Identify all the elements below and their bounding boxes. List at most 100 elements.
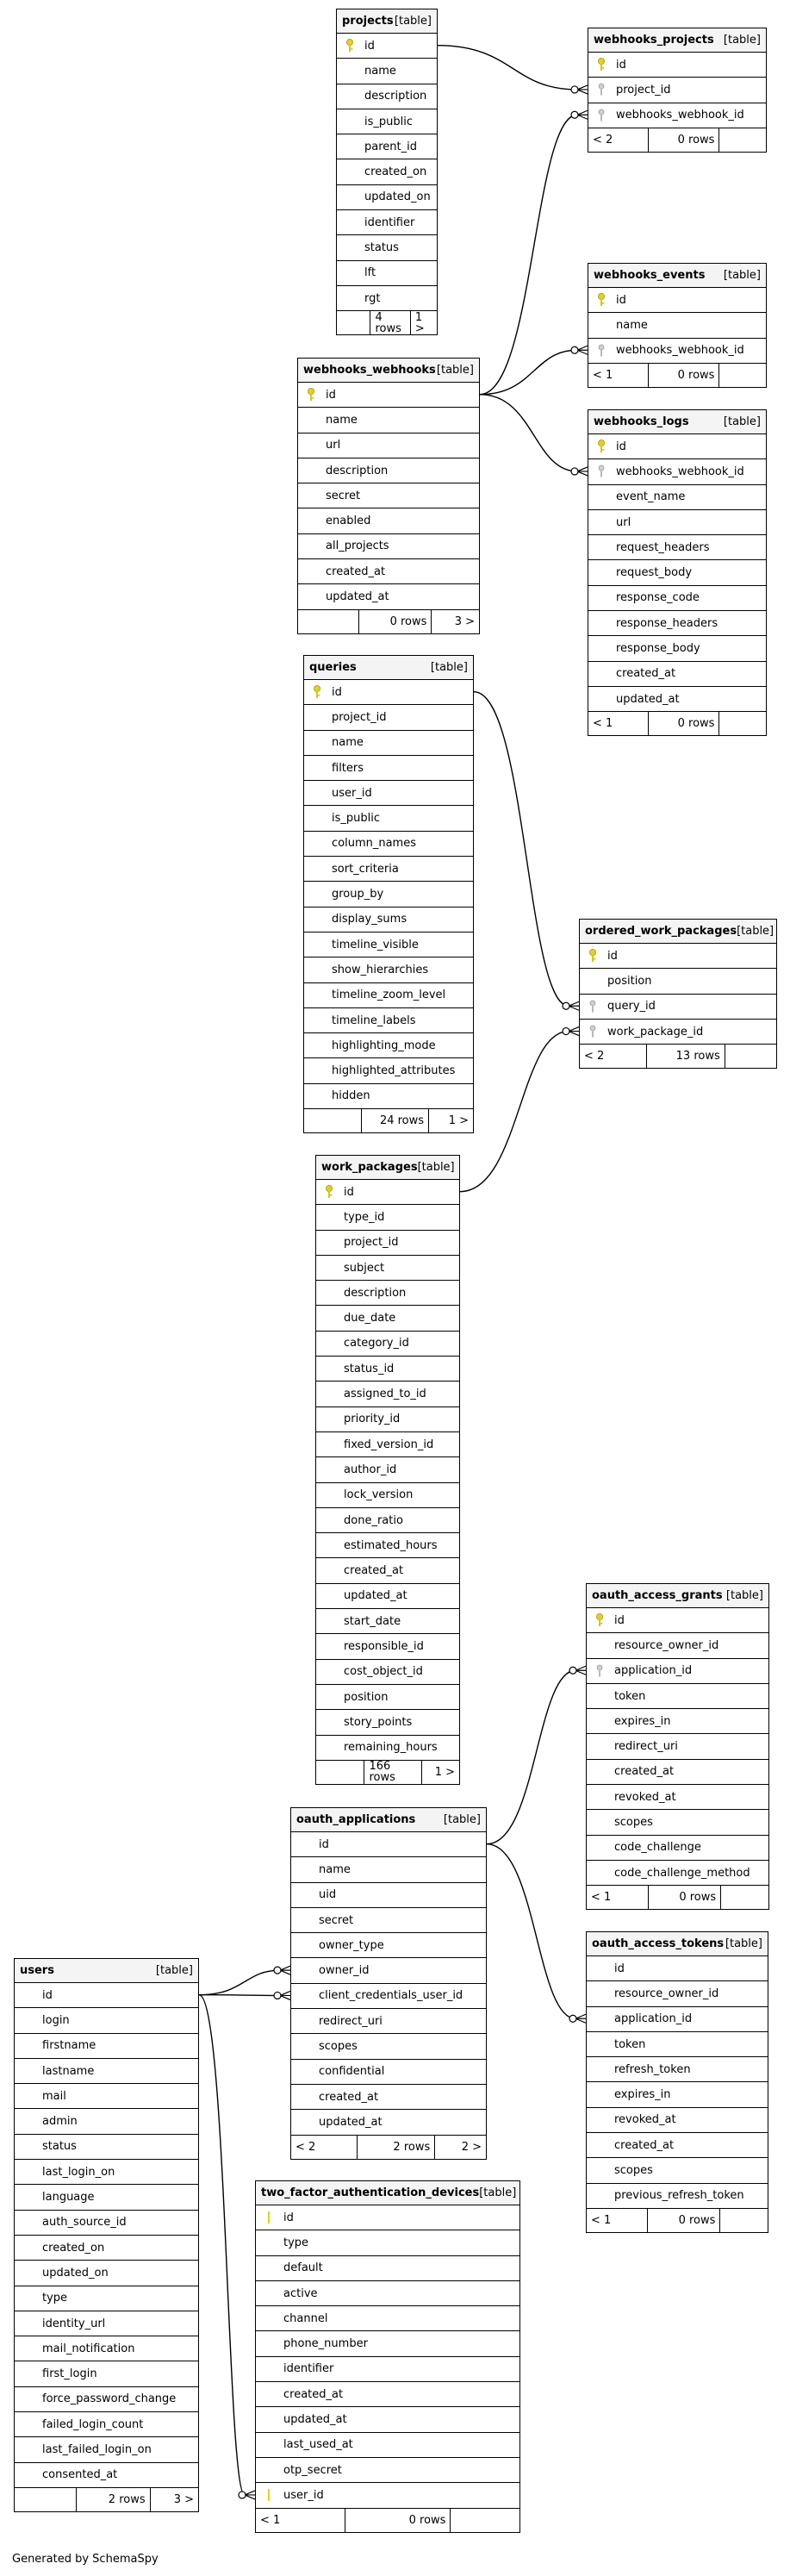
parents-count — [15, 2487, 78, 2511]
column-name: work_package_id — [607, 1025, 704, 1039]
column-spacer — [594, 2112, 606, 2128]
column-spacer — [305, 539, 317, 554]
column-row: response_headers — [588, 611, 766, 637]
column-name: revoked_at — [614, 2113, 676, 2127]
column-row: secret — [291, 1908, 486, 1934]
parents-count: < 1 — [256, 2508, 346, 2532]
column-row: type — [15, 2286, 198, 2311]
optional-marker — [273, 1991, 282, 2000]
column-name: created_at — [614, 2138, 675, 2152]
column-name: auth_source_id — [42, 2216, 127, 2230]
column-name: description — [364, 90, 427, 103]
column-name: display_sums — [332, 913, 407, 926]
column-row: updated_at — [291, 2110, 486, 2136]
column-spacer — [22, 2417, 34, 2432]
column-spacer — [311, 735, 323, 751]
column-row: mail_notification — [15, 2336, 198, 2362]
column-name: response_headers — [616, 616, 718, 630]
crows-foot-marker — [279, 1965, 291, 1975]
crows-foot-marker — [576, 109, 588, 120]
column-name: created_on — [364, 165, 427, 179]
column-spacer — [323, 1638, 335, 1654]
column-row: login — [15, 2008, 198, 2034]
column-row: all_projects — [298, 534, 479, 560]
column-spacer — [311, 912, 323, 927]
column-row: last_used_at — [256, 2433, 519, 2458]
column-spacer — [594, 1739, 606, 1755]
column-row: position — [316, 1685, 459, 1711]
column-name: response_code — [616, 591, 700, 605]
column-name: failed_login_count — [42, 2417, 144, 2431]
column-row: fixed_version_id — [316, 1432, 459, 1458]
column-name: created_at — [326, 564, 386, 578]
column-row: highlighted_attributes — [304, 1058, 473, 1084]
column-name: login — [42, 2013, 70, 2027]
column-spacer — [311, 937, 323, 952]
column-name: confidential — [319, 2065, 385, 2079]
column-spacer — [594, 1688, 606, 1704]
children-count — [451, 2509, 519, 2532]
column-row: description — [316, 1281, 459, 1307]
crows-foot-marker — [279, 1990, 291, 2001]
column-spacer — [594, 1815, 606, 1831]
column-spacer — [323, 1613, 335, 1629]
column-row: parent_id — [337, 134, 437, 160]
column-spacer — [595, 590, 607, 606]
primary-key-icon — [595, 439, 607, 454]
column-row: group_by — [304, 882, 473, 908]
column-name: sort_criteria — [332, 862, 399, 876]
optional-marker — [570, 467, 579, 476]
column-row: otp_secret — [256, 2458, 519, 2484]
column-row: phone_number — [256, 2331, 519, 2357]
column-name: estimated_hours — [344, 1538, 438, 1552]
optional-marker — [569, 2014, 577, 2023]
column-spacer — [311, 785, 323, 801]
column-name: project_id — [344, 1236, 399, 1250]
column-name: id — [332, 685, 342, 699]
column-name: id — [326, 388, 336, 402]
column-row: updated_at — [298, 584, 479, 610]
column-spacer — [22, 2467, 34, 2483]
column-row: refresh_token — [587, 2057, 768, 2083]
column-name: created_at — [614, 1765, 675, 1779]
children-count: 1 > — [434, 1765, 455, 1779]
column-spacer — [311, 1038, 323, 1053]
column-row: webhooks_webhook_id — [588, 103, 766, 128]
column-row: uid — [291, 1883, 486, 1908]
column-name: position — [344, 1690, 389, 1704]
parents-count: < 1 — [588, 712, 650, 736]
column-name: name — [616, 318, 648, 332]
column-name: query_id — [607, 1000, 656, 1014]
crows-foot-marker — [576, 84, 588, 95]
column-row: user_id — [256, 2483, 519, 2509]
column-name: created_at — [283, 2387, 344, 2401]
column-spacer — [263, 2412, 275, 2428]
children-count — [721, 1886, 768, 1909]
foreign-key-icon — [587, 1024, 599, 1039]
parents-count: < 2 — [588, 128, 650, 152]
column-name: project_id — [616, 83, 671, 97]
column-name: channel — [283, 2311, 328, 2325]
column-spacer — [22, 2088, 34, 2104]
column-spacer — [298, 1937, 310, 1953]
column-name: due_date — [344, 1312, 396, 1325]
row-count: 0 rows — [345, 2508, 451, 2532]
row-count: 0 rows — [649, 363, 720, 387]
column-row: status — [337, 235, 437, 261]
column-row: done_ratio — [316, 1508, 459, 1534]
column-spacer — [594, 2087, 606, 2103]
column-name: last_failed_login_on — [42, 2442, 152, 2456]
column-row: name — [304, 731, 473, 756]
column-spacer — [595, 666, 607, 682]
column-row: id — [304, 680, 473, 706]
column-spacer — [323, 1740, 335, 1756]
column-name: cost_object_id — [344, 1665, 423, 1679]
column-row: mail — [15, 2084, 198, 2110]
column-name: show_hierarchies — [332, 963, 429, 976]
children-count: 3 > — [454, 614, 475, 628]
column-name: lastname — [42, 2064, 95, 2078]
